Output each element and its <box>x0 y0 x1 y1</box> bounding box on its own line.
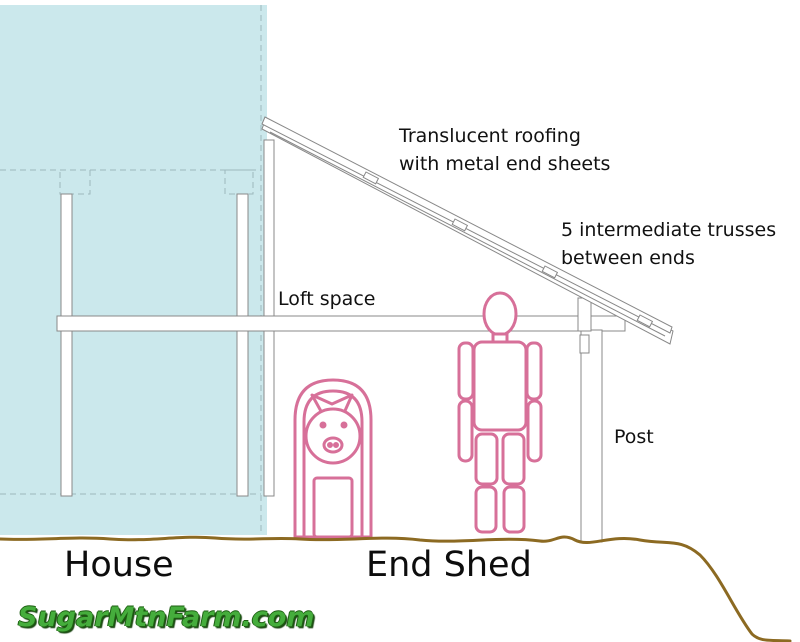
post-cap-block <box>577 297 592 332</box>
watermark-logo: SugarMtnFarm.com <box>18 602 315 633</box>
post <box>580 329 603 543</box>
end-shed-label: End Shed <box>366 545 532 585</box>
post-bracket <box>579 334 590 354</box>
house-stud-right <box>236 193 249 497</box>
house-wall-fill <box>0 5 267 535</box>
person-figure-icon <box>457 291 543 534</box>
pig-icon <box>293 378 373 539</box>
trusses-label: 5 intermediate trusses between ends <box>561 219 777 269</box>
house-label: House <box>64 545 174 585</box>
house-wall <box>0 5 267 535</box>
house-stud-left <box>60 193 73 497</box>
loft-space-label: Loft space <box>278 288 376 310</box>
roofing-label: Translucent roofing with metal end sheet… <box>399 125 611 175</box>
shed-framing <box>56 116 674 543</box>
purlins <box>362 171 654 328</box>
floor-joist <box>56 315 626 332</box>
ground-line <box>0 535 792 642</box>
post-label: Post <box>614 426 654 448</box>
